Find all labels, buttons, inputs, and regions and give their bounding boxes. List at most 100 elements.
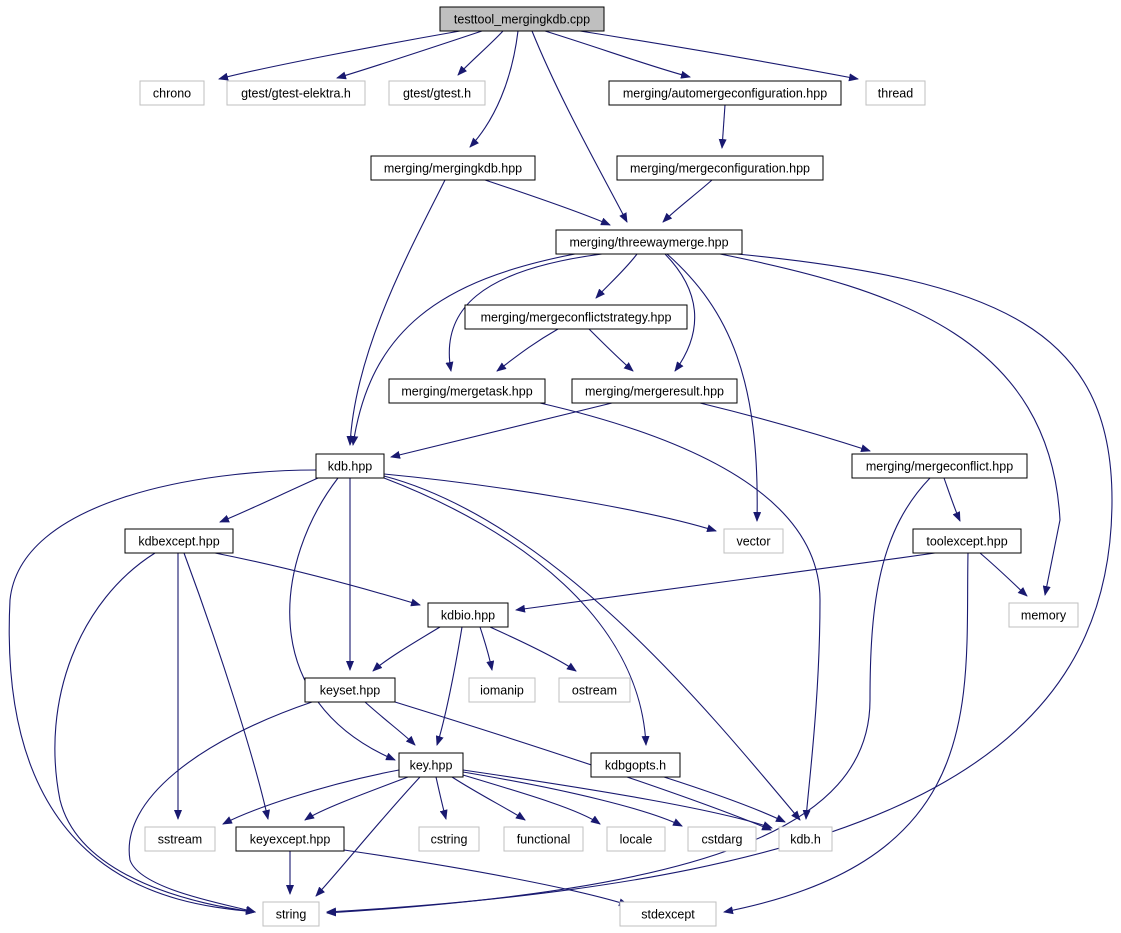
edge-threeway-to-conflictstrategy [595, 253, 638, 299]
node-box-kdbgopts [590, 752, 681, 778]
node-label-mergingkdb: merging/mergingkdb.hpp [384, 162, 522, 176]
edges-layer [8, 30, 1113, 917]
node-kdbio[interactable]: kdbio.hpp [427, 602, 509, 628]
node-threeway[interactable]: merging/threewaymerge.hpp [555, 229, 743, 255]
node-mergeresult[interactable]: merging/mergeresult.hpp [571, 378, 738, 404]
node-mergetask[interactable]: merging/mergetask.hpp [388, 378, 546, 404]
edge-root-to-mergingkdb [469, 30, 519, 148]
edge-root-to-gtest [457, 30, 504, 76]
node-keyhpp[interactable]: key.hpp [398, 752, 464, 778]
edge-keyset-to-keyhpp [364, 701, 416, 746]
node-box-conflictstrategy [464, 304, 688, 330]
node-kdbh: kdb.h [778, 826, 833, 852]
edge-keyhpp-to-functional [451, 776, 526, 821]
node-box-iomanip [468, 677, 536, 703]
node-automerge[interactable]: merging/automergeconfiguration.hpp [608, 80, 842, 106]
node-label-gtest: gtest/gtest.h [403, 87, 471, 101]
node-label-thread: thread [878, 87, 913, 101]
edge-kdbhpp-to-kdbgopts [383, 477, 650, 746]
node-label-gtest_elektra: gtest/gtest-elektra.h [241, 87, 351, 101]
node-box-kdbhpp [315, 453, 385, 479]
node-memory: memory [1008, 602, 1079, 628]
node-label-ostream: ostream [572, 684, 617, 698]
node-box-kdbexcept [124, 528, 234, 554]
node-toolexcept[interactable]: toolexcept.hpp [912, 528, 1022, 554]
node-mergingkdb[interactable]: merging/mergingkdb.hpp [370, 155, 536, 181]
node-string: string [262, 901, 320, 927]
node-box-kdbio [427, 602, 509, 628]
node-box-mergetask [388, 378, 546, 404]
edge-keyhpp-to-keyexcept [304, 776, 409, 821]
node-label-mergeresult: merging/mergeresult.hpp [585, 385, 724, 399]
edge-keyexcept-to-stdexcept [343, 849, 629, 907]
node-box-keyexcept [235, 826, 345, 852]
node-locale: locale [606, 826, 666, 852]
node-conflictstrategy[interactable]: merging/mergeconflictstrategy.hpp [464, 304, 688, 330]
node-box-memory [1008, 602, 1079, 628]
node-stdexcept: stdexcept [619, 901, 717, 927]
node-mergeconflict[interactable]: merging/mergeconflict.hpp [851, 453, 1028, 479]
node-label-sstream: sstream [158, 833, 202, 847]
node-cstring: cstring [418, 826, 480, 852]
node-kdbexcept[interactable]: kdbexcept.hpp [124, 528, 234, 554]
node-gtest: gtest/gtest.h [388, 80, 486, 106]
edge-kdbexcept-to-kdbio [214, 552, 421, 607]
edge-mergetask-to-kdbh [539, 402, 821, 820]
edge-mergeconfig-to-threeway [662, 179, 713, 223]
node-thread: thread [865, 80, 926, 106]
edge-mergeconflict-to-toolexcept [943, 477, 961, 522]
edge-keyhpp-to-cstdarg [462, 771, 683, 827]
node-box-sstream [144, 826, 216, 852]
node-label-toolexcept: toolexcept.hpp [926, 535, 1007, 549]
edge-mergeconflict-to-string [326, 477, 931, 917]
node-cstdarg: cstdarg [687, 826, 757, 852]
node-keyset[interactable]: keyset.hpp [304, 677, 396, 703]
edge-automerge-to-mergeconfig [718, 104, 727, 149]
node-box-gtest [388, 80, 486, 106]
node-label-conflictstrategy: merging/mergeconflictstrategy.hpp [481, 311, 672, 325]
node-mergeconfig[interactable]: merging/mergeconfiguration.hpp [616, 155, 824, 181]
edge-keyhpp-to-cstring [435, 776, 448, 820]
node-root[interactable]: testtool_mergingkdb.cpp [439, 6, 605, 32]
edge-kdbhpp-to-keyhpp [289, 477, 396, 761]
edge-threeway-to-mergetask [445, 253, 603, 372]
edge-kdbio-to-iomanip [479, 626, 495, 671]
node-label-kdbio: kdbio.hpp [441, 609, 495, 623]
node-box-keyset [304, 677, 396, 703]
node-box-vector [723, 528, 784, 554]
edge-kdbhpp-to-string [8, 469, 317, 915]
node-box-string [262, 901, 320, 927]
edge-root-to-gtest_elektra [336, 30, 483, 80]
node-label-chrono: chrono [153, 87, 191, 101]
edge-keyhpp-to-sstream [222, 769, 400, 825]
node-label-functional: functional [517, 833, 571, 847]
edge-threeway-to-mergeresult [664, 253, 696, 372]
edge-kdbgopts-to-kdbh [663, 776, 786, 823]
node-box-mergeresult [571, 378, 738, 404]
node-label-automerge: merging/automergeconfiguration.hpp [623, 87, 827, 101]
node-label-keyhpp: key.hpp [410, 759, 453, 773]
edge-conflictstrategy-to-mergetask [496, 328, 559, 372]
node-label-mergeconflict: merging/mergeconflict.hpp [866, 460, 1013, 474]
node-label-kdbh: kdb.h [790, 833, 821, 847]
edge-keyhpp-to-locale [462, 774, 601, 825]
node-box-chrono [139, 80, 205, 106]
edge-keyset-to-string [128, 701, 313, 914]
node-label-mergetask: merging/mergetask.hpp [401, 385, 532, 399]
edge-kdbio-to-keyhpp [435, 626, 463, 746]
node-box-ostream [558, 677, 631, 703]
edge-root-to-automerge [544, 30, 691, 79]
node-box-keyhpp [398, 752, 464, 778]
node-label-iomanip: iomanip [480, 684, 524, 698]
edge-threeway-to-string [326, 253, 1113, 916]
edge-kdbhpp-to-kdbexcept [219, 477, 319, 523]
edge-mergingkdb-to-threeway [484, 179, 611, 226]
node-label-cstring: cstring [431, 833, 468, 847]
edge-threeway-to-kdbhpp [350, 253, 576, 446]
node-kdbgopts[interactable]: kdbgopts.h [590, 752, 681, 778]
node-kdbhpp[interactable]: kdb.hpp [315, 453, 385, 479]
node-keyexcept[interactable]: keyexcept.hpp [235, 826, 345, 852]
node-label-root: testtool_mergingkdb.cpp [454, 13, 590, 27]
node-label-cstdarg: cstdarg [702, 833, 743, 847]
node-box-mergeconflict [851, 453, 1028, 479]
